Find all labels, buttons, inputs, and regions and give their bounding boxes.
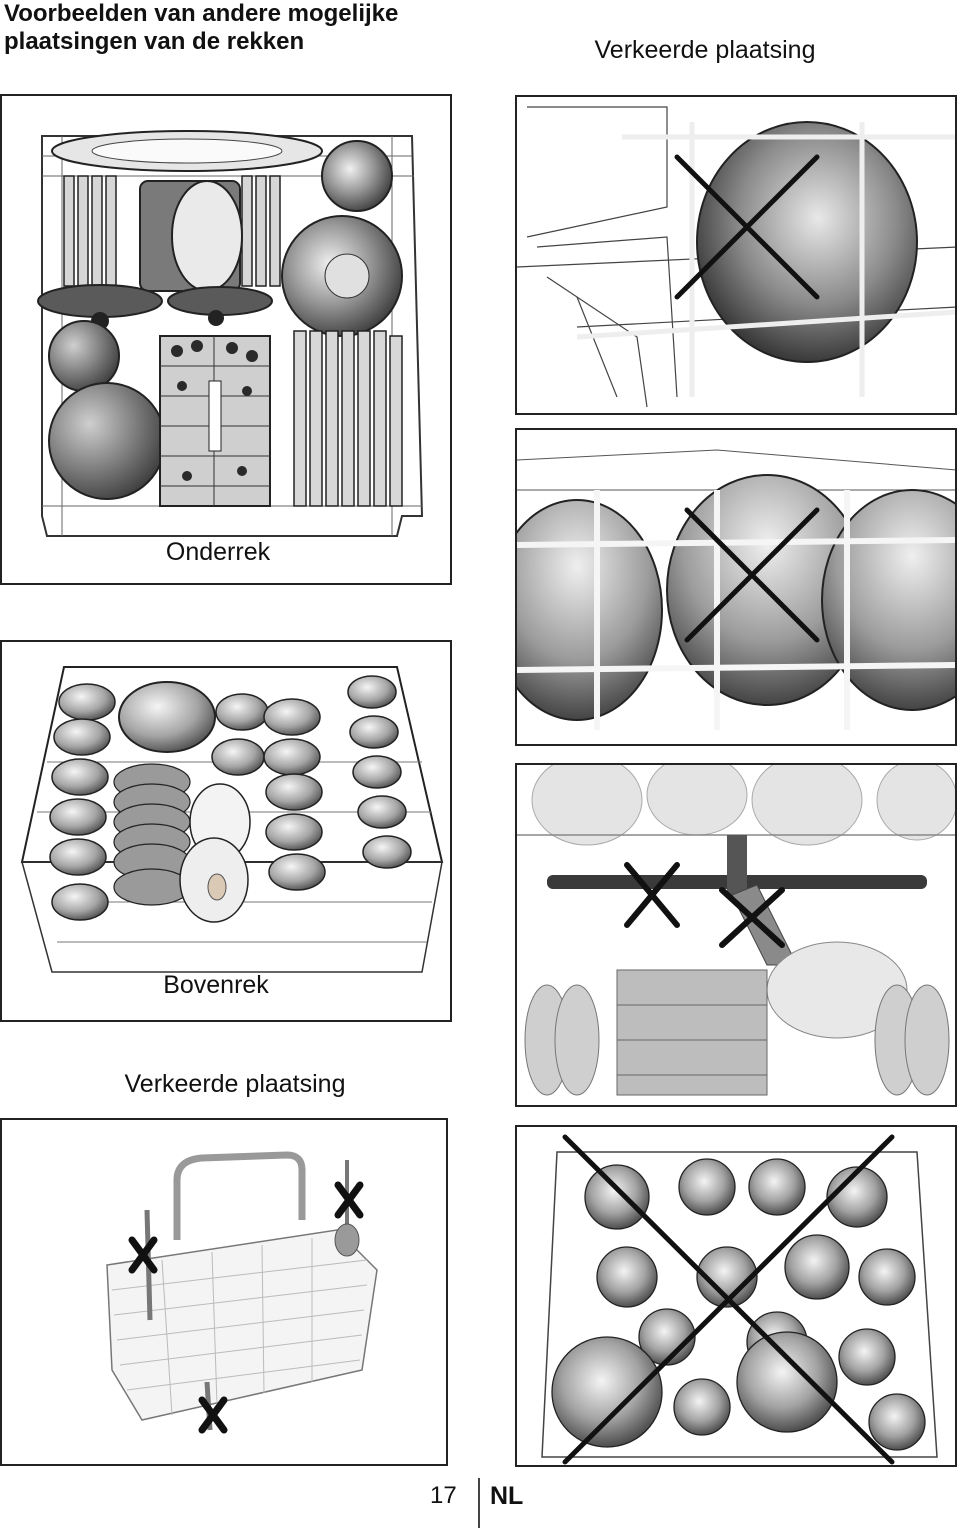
wrong-placement-panel-2 (515, 428, 957, 746)
wrong-placement-label-top: Verkeerde plaatsing (594, 36, 816, 64)
cutlery-basket-panel (0, 1118, 448, 1466)
cutlery-basket-illustration (106, 1151, 378, 1434)
wrong-lower-rack-bowls-illustration (517, 106, 955, 408)
wrong-placement-panel-3 (515, 763, 957, 1107)
wrong-placement-panel-4 (515, 1125, 957, 1467)
footer-divider (478, 1478, 480, 1528)
lower-rack-panel (0, 94, 452, 585)
upper-rack-label: Bovenrek (163, 971, 269, 999)
page-number: 17 (430, 1482, 457, 1509)
page-heading: Voorbeelden van andere mogelijke plaatsi… (4, 0, 474, 56)
page-heading-line-2: plaatsingen van de rekken (4, 28, 305, 55)
wrong-placement-label-bottom: Verkeerde plaatsing (124, 1070, 346, 1098)
wrong-placement-panel-1 (515, 95, 957, 415)
page-heading-line-1: Voorbeelden van andere mogelijke (4, 0, 399, 27)
language-code: NL (490, 1482, 524, 1510)
upper-rack-illustration (20, 666, 444, 973)
lower-rack-illustration (37, 130, 424, 537)
upper-rack-panel (0, 640, 452, 1022)
wrong-mark-icons (128, 1181, 364, 1434)
wrong-overloaded-rack-illustration (541, 1134, 938, 1465)
wrong-spray-arm-blocked-illustration (517, 765, 955, 1096)
lower-rack-label: Onderrek (165, 538, 271, 566)
wrong-rack-bowls-illustration (517, 449, 955, 730)
